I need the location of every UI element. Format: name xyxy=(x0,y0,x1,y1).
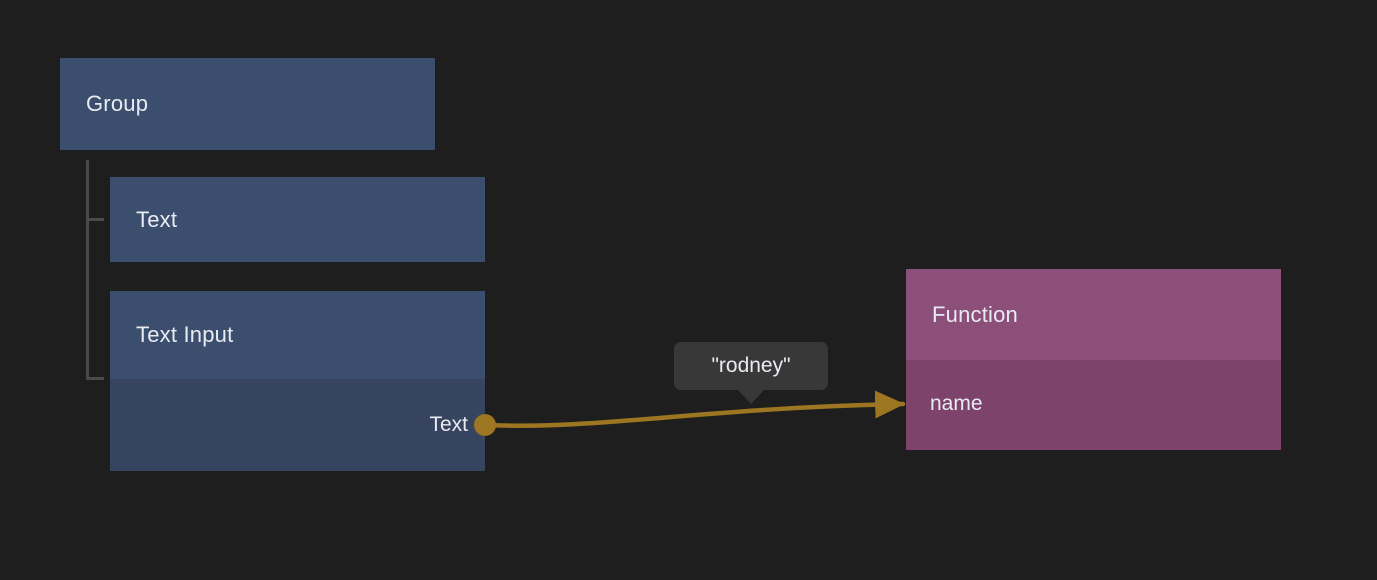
node-function-body: name xyxy=(906,360,1281,450)
edge-value-tooltip: "rodney" xyxy=(674,342,828,404)
node-text[interactable]: Text xyxy=(110,177,485,262)
connection-text-to-name[interactable] xyxy=(482,390,906,428)
node-text-input-title: Text Input xyxy=(110,291,485,379)
tooltip-tail-icon xyxy=(738,390,764,404)
output-port-text-label: Text xyxy=(429,413,468,436)
node-text-input[interactable]: Text Input Text xyxy=(110,291,496,471)
tree-connector-branch-text xyxy=(86,218,104,221)
tree-connector-vertical xyxy=(86,160,89,380)
node-function[interactable]: Function name xyxy=(906,269,1281,450)
input-port-name-label: name xyxy=(930,392,983,415)
node-group-title: Group xyxy=(60,58,435,150)
node-group[interactable]: Group xyxy=(60,58,435,150)
node-text-title: Text xyxy=(110,177,485,262)
tree-connector-branch-text-input xyxy=(86,377,104,380)
node-function-title: Function xyxy=(906,269,1281,360)
output-socket-text-icon[interactable] xyxy=(474,414,496,436)
input-port-name[interactable]: name xyxy=(906,392,983,416)
edge-value-tooltip-text: "rodney" xyxy=(711,354,791,377)
output-port-text[interactable]: Text xyxy=(429,413,496,437)
node-text-input-body: Text xyxy=(110,379,496,471)
